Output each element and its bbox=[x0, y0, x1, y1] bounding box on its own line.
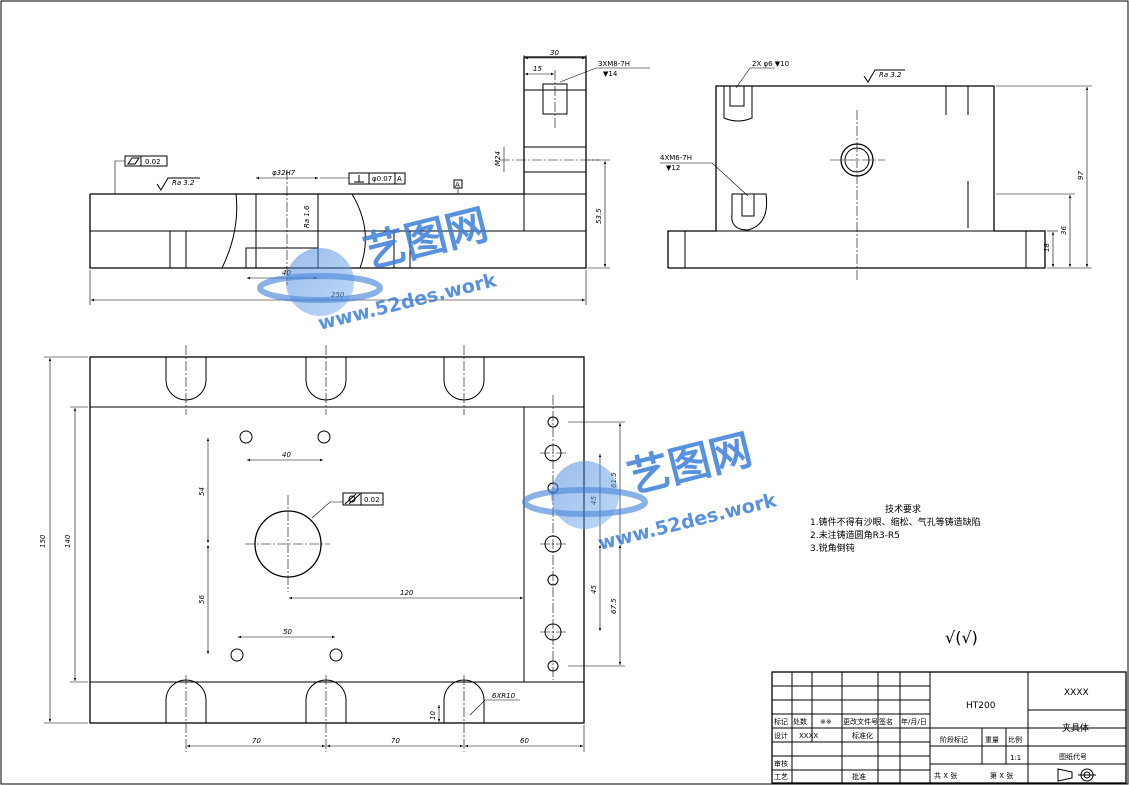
cylindricity-value: 0.02 bbox=[364, 496, 380, 504]
dim-10: 10 bbox=[429, 711, 437, 720]
watermark-url-mid: www.52des.work bbox=[596, 489, 779, 555]
tb-drawing-no: 图纸代号 bbox=[1059, 752, 1087, 761]
roughness-ra32-left: Ra 3.2 bbox=[172, 179, 195, 187]
dim-15: 15 bbox=[533, 65, 542, 73]
dim-30: 30 bbox=[550, 49, 559, 57]
tb-stage: 阶段标记 bbox=[940, 735, 968, 744]
watermark-brand-mid: 艺图网 bbox=[623, 425, 757, 503]
bore-callout: φ32H7 bbox=[272, 169, 296, 177]
tb-count: 处数 bbox=[793, 717, 807, 726]
thread-note-a-depth: ▼14 bbox=[603, 70, 618, 78]
roughness-ra16: Ra 1.6 bbox=[303, 205, 311, 228]
tb-approve: 批准 bbox=[852, 772, 866, 781]
roughness-ra32-right: Ra 3.2 bbox=[879, 71, 902, 79]
tb-designer: XXXX bbox=[799, 732, 818, 740]
tb-weight: 重量 bbox=[985, 736, 999, 744]
tb-company: XXXX bbox=[1064, 688, 1089, 698]
tech-item-1: 1.铸件不得有沙眼、缩松、气孔等铸造缺陷 bbox=[810, 516, 981, 528]
dim-70-a: 70 bbox=[252, 737, 261, 745]
tech-title: 技术要求 bbox=[885, 503, 921, 515]
dim-40-plan: 40 bbox=[282, 451, 291, 459]
dim-140: 140 bbox=[64, 534, 72, 548]
tech-item-3: 3.锐角倒钝 bbox=[810, 542, 855, 554]
dim-120: 120 bbox=[400, 589, 414, 597]
tb-design: 设计 bbox=[774, 731, 788, 740]
dim-50: 50 bbox=[283, 628, 292, 636]
tb-review: 审核 bbox=[774, 759, 788, 768]
watermark-brand-top: 艺图网 bbox=[359, 200, 493, 278]
thread-note-b: 2X φ6 ▼10 bbox=[752, 60, 789, 68]
tb-mark: 标记 bbox=[774, 717, 788, 726]
dim-54: 54 bbox=[198, 487, 206, 496]
tb-doc: 更改文件号 bbox=[843, 717, 878, 726]
flatness-value: 0.02 bbox=[145, 158, 161, 166]
tb-craft: 工艺 bbox=[774, 773, 788, 781]
projection-symbol-icon bbox=[1057, 768, 1096, 782]
watermark-globe-icon-2 bbox=[522, 461, 648, 529]
dim-45-b: 45 bbox=[590, 585, 598, 594]
dim-36: 36 bbox=[1060, 226, 1068, 235]
dim-97: 97 bbox=[1077, 171, 1085, 180]
perp-value: φ0.07 bbox=[372, 175, 392, 183]
dim-53-5: 53.5 bbox=[595, 208, 603, 224]
tb-sign: 签名 bbox=[879, 717, 893, 726]
dim-67-5: 67.5 bbox=[610, 598, 618, 614]
dim-m24: M24 bbox=[494, 151, 502, 166]
tb-total: 共 X 张 bbox=[934, 771, 957, 780]
surface-finish-symbol: √(√) bbox=[945, 628, 978, 647]
tb-date: 年/月/日 bbox=[901, 717, 927, 726]
tb-scale: 1:1 bbox=[1010, 754, 1021, 762]
tb-sheet: 第 X 张 bbox=[990, 771, 1013, 780]
tb-zone: ※※ bbox=[820, 718, 832, 726]
dim-56: 56 bbox=[198, 595, 206, 604]
tb-material: HT200 bbox=[966, 701, 996, 711]
dim-40-top: 40 bbox=[282, 269, 291, 277]
dim-60: 60 bbox=[520, 737, 529, 745]
datum-a: A bbox=[455, 181, 460, 189]
dim-18: 18 bbox=[1043, 243, 1051, 252]
watermark-mid: 艺图网 www.52des.work bbox=[522, 425, 779, 555]
tb-ratio: 比例 bbox=[1008, 735, 1022, 744]
tech-item-2: 2.未注铸造圆角R3-R5 bbox=[810, 529, 900, 541]
thread-note-a: 3XM8-7H bbox=[598, 60, 630, 68]
thread-note-c-depth: ▼12 bbox=[666, 164, 680, 172]
tb-standard: 标准化 bbox=[852, 731, 873, 740]
perp-datum: A bbox=[397, 175, 402, 183]
plan-view: 150 140 40 54 56 120 50 70 70 60 10 45 4… bbox=[39, 345, 625, 752]
tech-requirements: 技术要求 1.铸件不得有沙眼、缩松、气孔等铸造缺陷 2.未注铸造圆角R3-R5 … bbox=[810, 503, 981, 647]
dim-150: 150 bbox=[39, 534, 47, 548]
thread-note-c: 4XM6-7H bbox=[660, 154, 692, 162]
watermark-globe-icon bbox=[257, 248, 383, 316]
front-section-view: 250 40 30 15 53.5 M24 φ32H7 Ra 1.6 0.02 … bbox=[89, 49, 650, 305]
dim-70-b: 70 bbox=[391, 737, 400, 745]
title-block: 标记 处数 ※※ 更改文件号 签名 年/月/日 设计 XXXX 标准化 审核 工… bbox=[771, 671, 1127, 784]
slot-note: 6XR10 bbox=[492, 692, 516, 700]
tb-part: 夹具体 bbox=[1062, 722, 1089, 734]
watermark-top: 艺图网 www.52des.work bbox=[257, 200, 499, 335]
side-view: 97 36 18 Ra 3.2 2X φ6 ▼10 4XM6-7H ▼12 bbox=[660, 60, 1092, 280]
